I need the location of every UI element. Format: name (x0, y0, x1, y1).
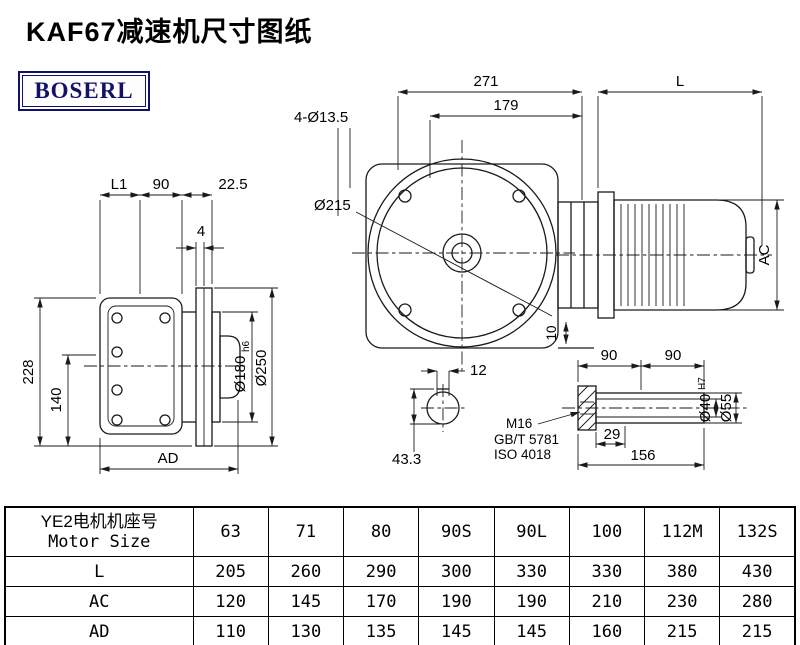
dim-l1-label: L1 (111, 176, 128, 193)
shaft-dia-label: Ø55 (718, 394, 735, 422)
flange-circle-label: Ø215 (314, 197, 351, 214)
shaft-body (595, 392, 705, 424)
value-cell: 145 (267, 586, 345, 617)
spigot-dia-label: Ø180 (232, 356, 249, 393)
value-cell: 145 (418, 616, 495, 645)
motor-size-cell: 132S (719, 506, 796, 557)
thread-label: M16 (506, 416, 532, 431)
value-cell: 260 (267, 556, 345, 587)
value-cell: 215 (719, 616, 796, 645)
table-row-ad: AD 110 130 135 145 145 160 215 215 (4, 616, 796, 645)
value-cell: 280 (719, 586, 796, 617)
table-header-row: YE2电机机座号 Motor Size 63 71 80 90S 90L 100… (4, 506, 796, 557)
boserl-logo: BOSERL (18, 71, 150, 111)
bolt-hole (512, 303, 526, 317)
dim-271-label: 271 (473, 73, 498, 90)
dim-10-label: 10 (544, 325, 559, 340)
bolt-hole (512, 189, 526, 203)
page-title: KAF67减速机尺寸图纸 (26, 17, 313, 47)
value-cell: 160 (568, 616, 646, 645)
value-cell: 300 (418, 556, 495, 587)
flange-spigot (211, 311, 221, 423)
shaft-cover (219, 335, 241, 399)
value-cell: 210 (568, 586, 646, 617)
value-cell: 190 (493, 586, 570, 617)
dim-90-label: 90 (153, 176, 170, 193)
value-cell: 120 (192, 586, 269, 617)
bore-section: 12 43.3 (392, 362, 487, 468)
dim-90-right-label: 90 (665, 347, 682, 364)
motor-size-label-cn: YE2电机机座号 (40, 511, 158, 531)
dim-140-label: 140 (48, 387, 65, 412)
dim-156-label: 156 (630, 447, 655, 464)
housing-bolt (111, 414, 123, 426)
value-cell: 230 (643, 586, 721, 617)
motor-size-cell: 63 (192, 506, 269, 557)
motor-size-cell: 90S (418, 506, 495, 557)
housing-bolt (111, 312, 123, 324)
value-cell: 380 (643, 556, 721, 587)
value-cell: 290 (342, 556, 420, 587)
standard-gb-label: GB/T 5781 (494, 432, 559, 447)
dim-29-label: 29 (604, 426, 621, 443)
value-cell: 330 (568, 556, 646, 587)
value-cell: 170 (342, 586, 420, 617)
motor-size-cell: 112M (643, 506, 721, 557)
motor-size-header-cell: YE2电机机座号 Motor Size (4, 506, 194, 557)
dim-43-3-label: 43.3 (392, 451, 421, 468)
motor-size-cell: 90L (493, 506, 570, 557)
dim-22-5-label: 22.5 (218, 176, 247, 193)
flange-dia-label: Ø250 (253, 350, 270, 387)
value-cell: 145 (493, 616, 570, 645)
dimension-drawing: 271 L 179 4-Ø13.5 Ø215 10 AC (20, 73, 784, 474)
dim-90-left-label: 90 (601, 347, 618, 364)
boserl-logo-text: BOSERL (34, 78, 134, 103)
value-cell: 215 (643, 616, 721, 645)
value-cell: 190 (418, 586, 495, 617)
housing-bolt (111, 384, 123, 396)
standard-iso-label: ISO 4018 (494, 447, 551, 462)
dim-228-label: 228 (20, 359, 37, 384)
dim-12-label: 12 (470, 362, 487, 379)
bore-tol-label: H7 (697, 377, 708, 390)
housing-bolt (111, 346, 123, 358)
value-cell: 130 (267, 616, 345, 645)
dimension-table: YE2电机机座号 Motor Size 63 71 80 90S 90L 100… (4, 506, 796, 645)
value-cell: 430 (719, 556, 796, 587)
bolt-hole (398, 303, 412, 317)
motor-cooling-fins (620, 204, 685, 306)
motor-size-label-en: Motor Size (48, 532, 151, 552)
housing-bolt (159, 312, 171, 324)
dim-ad-label: AD (158, 450, 179, 467)
row-label-cell: AC (4, 586, 194, 617)
row-label-cell: L (4, 556, 194, 587)
housing-bolt (159, 414, 171, 426)
motor-size-cell: 100 (568, 506, 646, 557)
bolt-hole (398, 189, 412, 203)
value-cell: 110 (192, 616, 269, 645)
dim-l-label: L (676, 73, 684, 90)
motor-size-cell: 80 (342, 506, 420, 557)
value-cell: 330 (493, 556, 570, 587)
dim-179-label: 179 (493, 97, 518, 114)
bore-dia-label: Ø40 (697, 394, 714, 422)
side-view: L1 90 22.5 4 228 140 (20, 176, 278, 474)
front-view: 271 L 179 4-Ø13.5 Ø215 10 AC (294, 73, 784, 372)
motor-size-cell: 71 (267, 506, 345, 557)
bolt-holes-label: 4-Ø13.5 (294, 109, 348, 126)
dim-ac-label: AC (756, 244, 773, 265)
motor-rear-boss (745, 236, 755, 274)
spigot-tol-label: h6 (241, 340, 252, 352)
row-label-cell: AD (4, 616, 194, 645)
table-row-ac: AC 120 145 170 190 190 210 230 280 (4, 586, 796, 617)
dim-4-label: 4 (197, 223, 205, 240)
shaft-detail: 90 90 M16 GB/T 5781 ISO 4018 29 156 Ø40 (494, 347, 748, 470)
value-cell: 135 (342, 616, 420, 645)
value-cell: 205 (192, 556, 269, 587)
table-row-l: L 205 260 290 300 330 330 380 430 (4, 556, 796, 587)
